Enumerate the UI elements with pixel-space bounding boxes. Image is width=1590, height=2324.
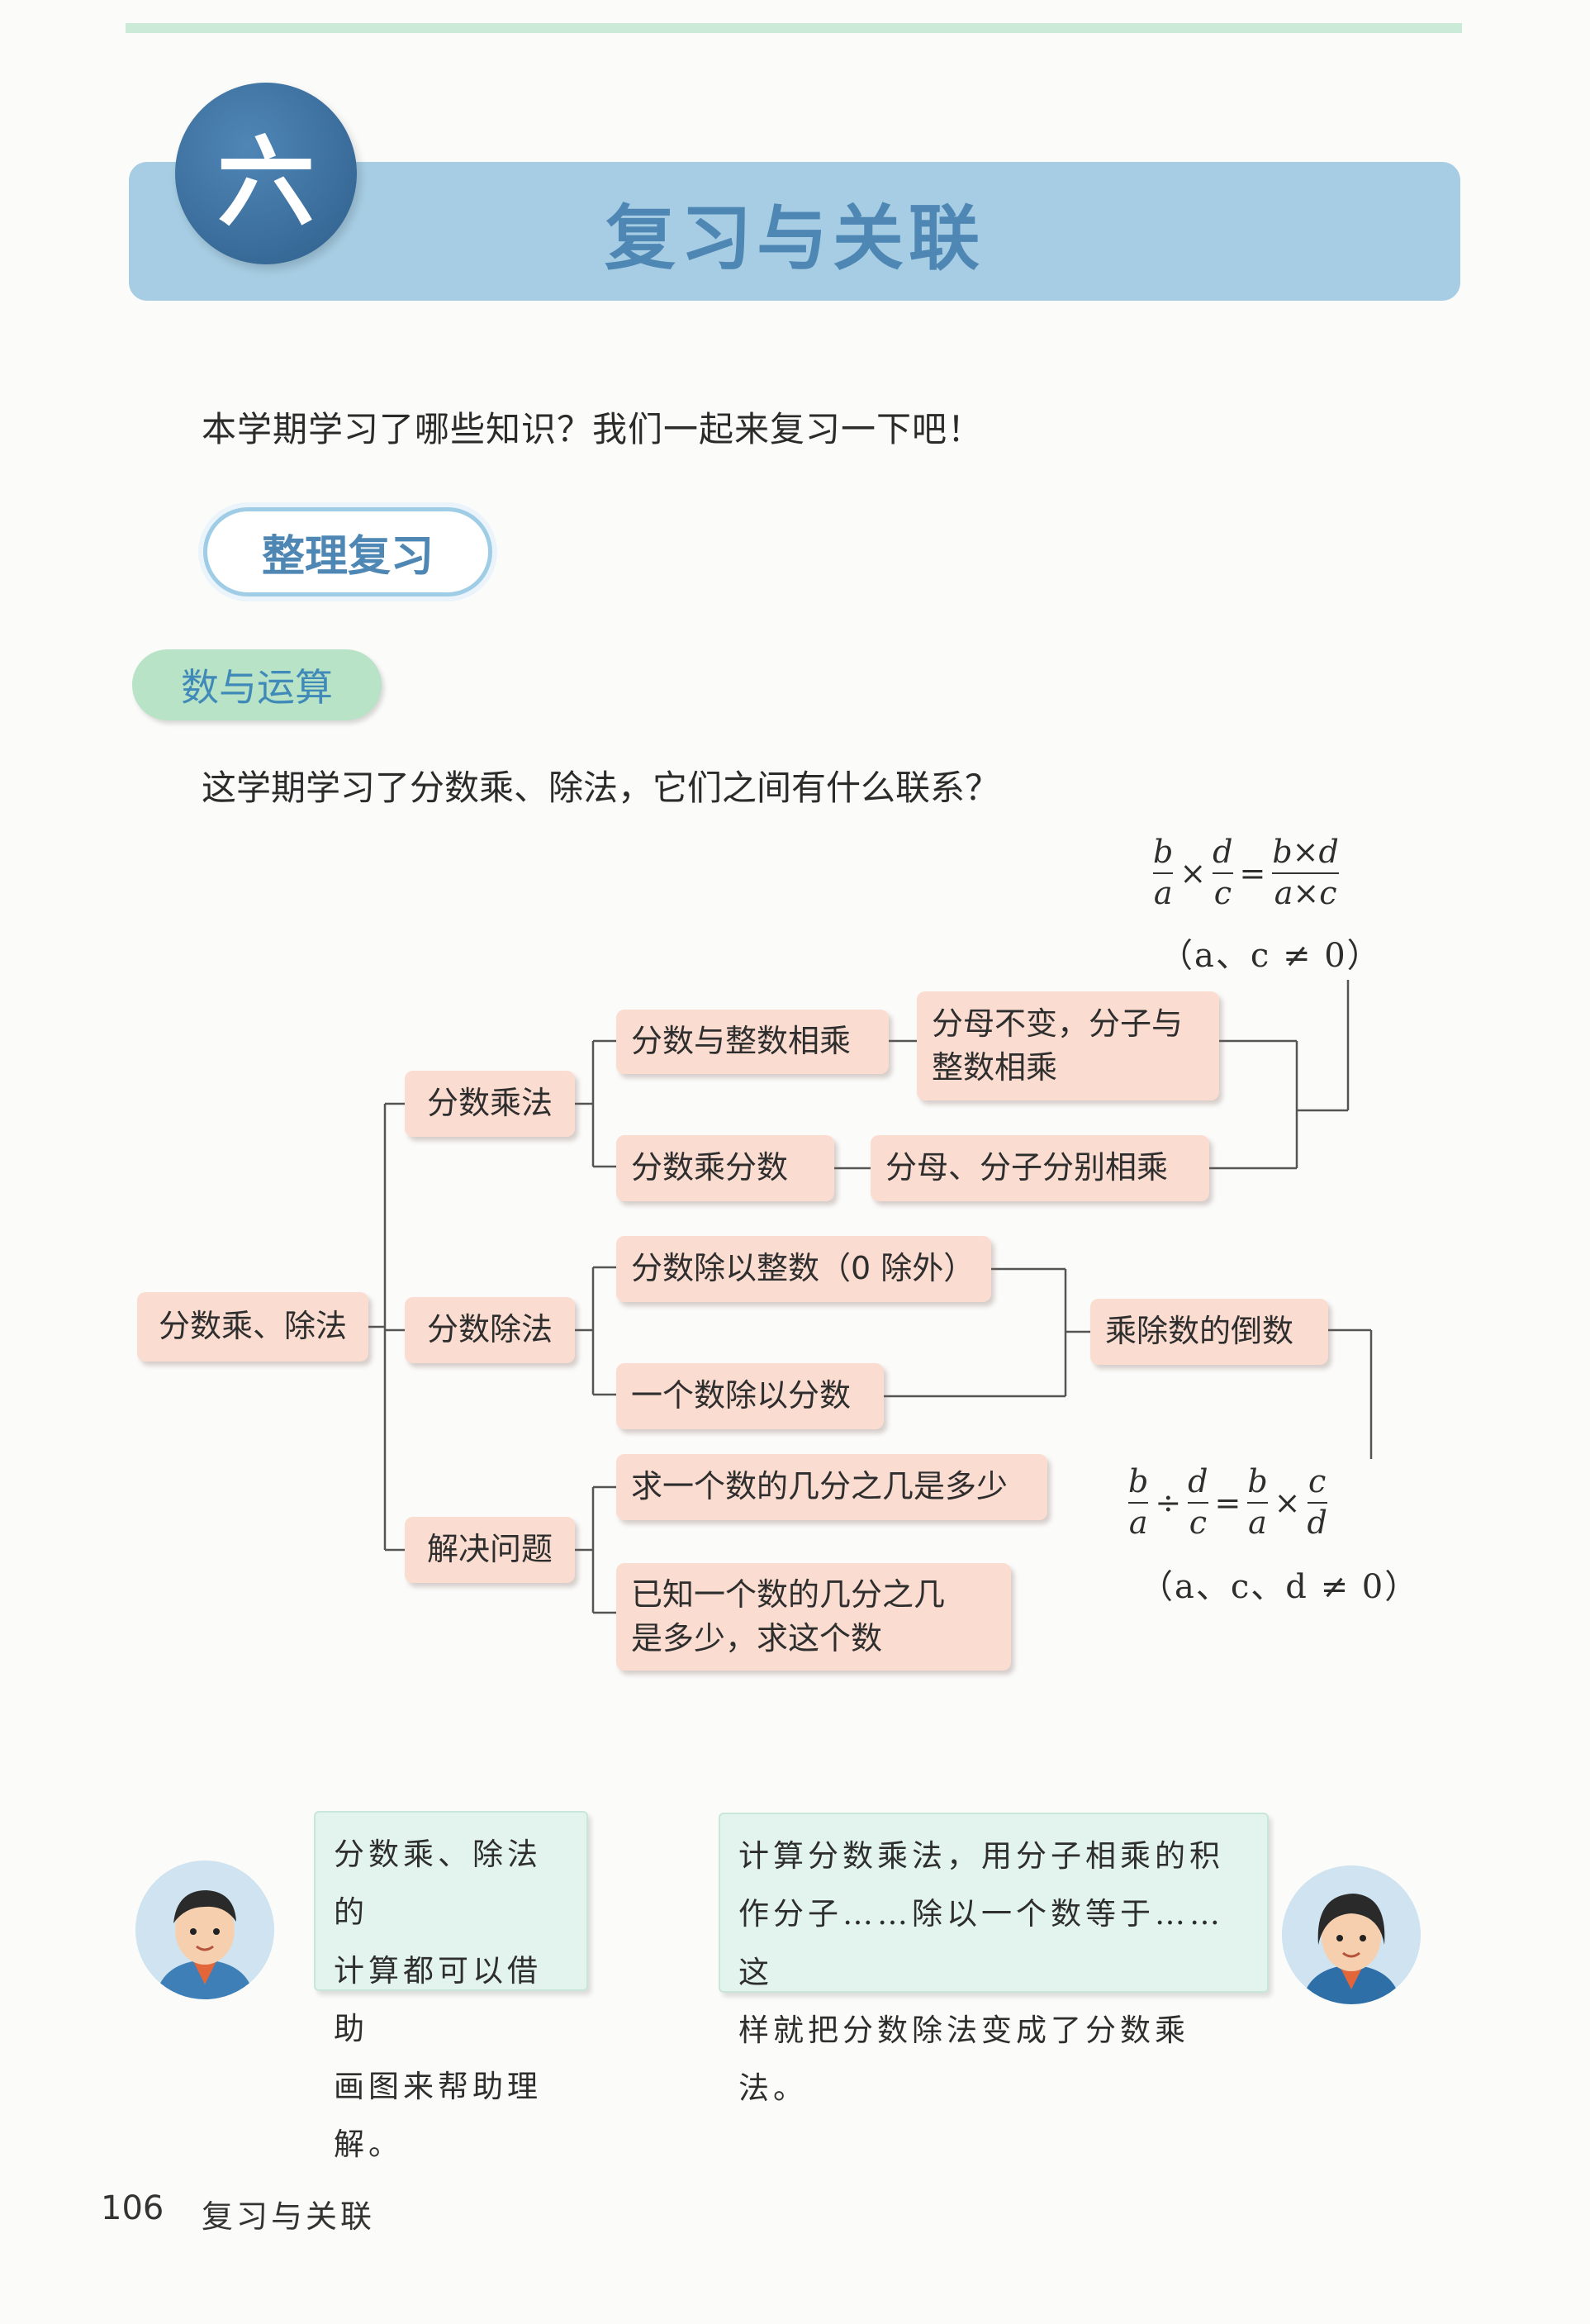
girl-avatar: [1282, 1865, 1421, 2004]
footer-section-title: 复习与关联: [202, 2198, 376, 2235]
problem-line: 是多少，求这个数: [631, 1620, 883, 1656]
chapter-number-badge: 六: [175, 83, 357, 264]
fraction-times-fraction-node: 分数乘分数: [616, 1135, 834, 1201]
root-node: 分数乘、除法: [137, 1292, 368, 1362]
equals-sign: =: [1214, 1484, 1241, 1521]
page-number: 106: [101, 2189, 164, 2227]
times-sign: ×: [1179, 854, 1207, 891]
girl-speech-bubble: 计算分数乘法，用分子相乘的积 作分子……除以一个数等于……这 样就把分数除法变成…: [719, 1813, 1269, 2106]
times-sign: ×: [1274, 1484, 1301, 1521]
speech-line: 计算都可以借助: [334, 1952, 542, 2046]
speech-line: 分数乘、除法的: [334, 1837, 542, 1931]
boy-speech-bubble: 分数乘、除法的 计算都可以借助 画图来帮助理解。: [314, 1811, 588, 2162]
subsection-label: 数与运算: [132, 649, 382, 720]
chapter-title: 复习与关联: [605, 196, 985, 280]
divide-by-integer-node: 分数除以整数（0 除外）: [616, 1236, 991, 1302]
equals-sign: =: [1239, 854, 1266, 891]
speech-line: 作分子……除以一个数等于……这: [738, 1896, 1224, 1990]
speech-line: 样就把分数除法变成了分数乘法。: [738, 2012, 1189, 2107]
rule-line: 整数相乘: [932, 1049, 1058, 1086]
divide-sign: ÷: [1155, 1484, 1182, 1521]
multiply-reciprocal-node: 乘除数的倒数: [1090, 1299, 1328, 1365]
intro-text: 本学期学习了哪些知识？我们一起来复习一下吧！: [202, 409, 984, 449]
section-label: 整理复习: [203, 507, 492, 596]
boy-avatar: [135, 1861, 274, 1999]
top-rule: [126, 23, 1462, 33]
multiplication-node: 分数乘法: [405, 1071, 575, 1137]
speech-line: 画图来帮助理解。: [334, 2069, 542, 2163]
speech-line: 计算分数乘法，用分子相乘的积: [738, 1838, 1224, 1874]
problem-line: 已知一个数的几分之几: [631, 1575, 946, 1613]
rule-line: 分母不变，分子与: [932, 1005, 1184, 1042]
multiply-by-integer-rule-node: 分母不变，分子与 整数相乘: [917, 991, 1219, 1100]
division-condition: （a、c、d ≠ 0）: [1140, 1568, 1420, 1606]
find-whole-number-node: 已知一个数的几分之几 是多少，求这个数: [616, 1563, 1011, 1671]
fraction-times-fraction-rule-node: 分母、分子分别相乘: [871, 1135, 1209, 1201]
find-fraction-of-number-node: 求一个数的几分之几是多少: [616, 1454, 1047, 1520]
multiply-by-integer-node: 分数与整数相乘: [616, 1010, 889, 1074]
problem-solving-node: 解决问题: [405, 1517, 575, 1583]
division-node: 分数除法: [405, 1297, 575, 1363]
question-text: 这学期学习了分数乘、除法，它们之间有什么联系？: [202, 768, 1000, 808]
multiplication-condition: （a、c ≠ 0）: [1160, 937, 1382, 975]
divide-by-fraction-node: 一个数除以分数: [616, 1363, 884, 1429]
